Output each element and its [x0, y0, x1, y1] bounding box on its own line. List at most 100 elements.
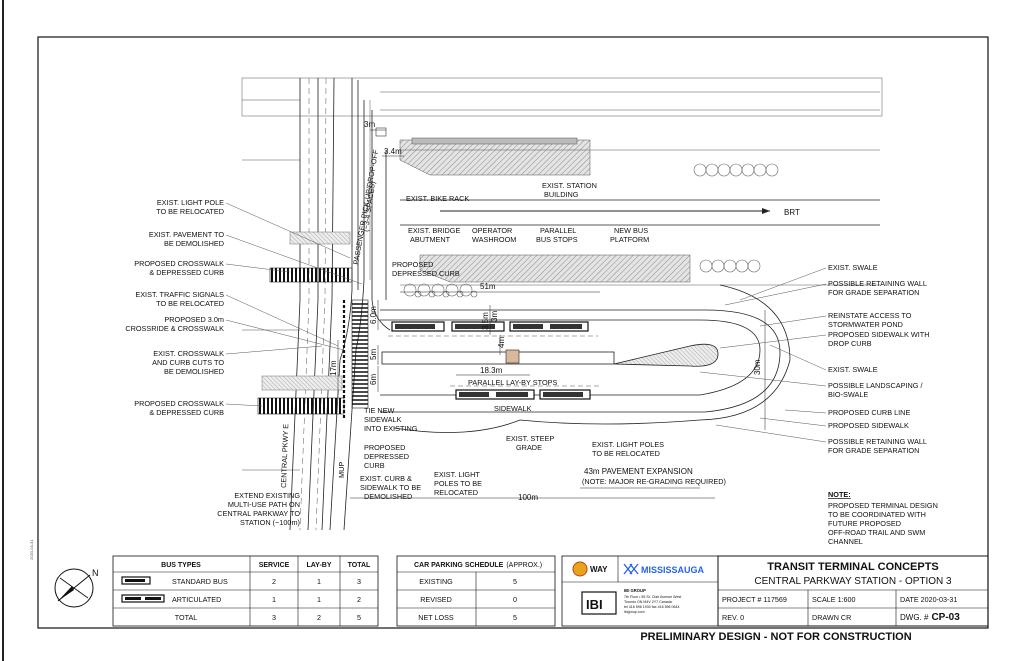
parking-existing-value: 5: [513, 577, 517, 586]
left-callout-text: EXIST. TRAFFIC SIGNALS: [135, 290, 224, 299]
ibi-group-label: IBI GROUP: [624, 588, 646, 593]
drawn-by: DRAWN CR: [812, 613, 851, 622]
north-label: N: [92, 568, 99, 578]
leader-line: [225, 202, 351, 259]
operator-label-1: OPERATOR: [472, 226, 512, 235]
leader-line: [724, 283, 827, 306]
extend-label-3: CENTRAL PARKWAY TO: [217, 509, 300, 518]
right-callout-text: FOR GRADE SEPARATION: [828, 288, 919, 297]
bus-row-artic-type: ARTICULATED: [172, 595, 221, 604]
dim-5m: 5m: [369, 349, 378, 360]
bus-types-table: BUS TYPES SERVICE LAY-BY TOTAL STANDARD …: [112, 555, 379, 627]
miway-logo-icon: WAY: [572, 561, 608, 577]
pavement-note-label: (NOTE: MAJOR RE-GRADING REQUIRED): [582, 477, 726, 486]
dim-18-3m: 18.3m: [480, 366, 503, 375]
buses: [391, 321, 591, 400]
north-arrow-icon: N: [54, 568, 99, 608]
scale: SCALE 1:600: [812, 595, 856, 604]
light-poles-label-1: EXIST. LIGHT POLES: [592, 440, 664, 449]
leader-line: [225, 345, 323, 355]
extend-label-4: STATION (~100m): [240, 518, 300, 527]
date: DATE 2020-03-31: [900, 595, 957, 604]
ibi-logo-text: IBI: [586, 597, 603, 612]
bus-row-artic-layby: 1: [317, 595, 321, 604]
mississauga-logo-icon: MISSISSAUGA: [623, 563, 705, 575]
left-callout-text: PROPOSED 3.0m: [164, 315, 224, 324]
left-callout-text: AND CURB CUTS TO: [152, 358, 224, 367]
brt-label: BRT: [784, 208, 800, 217]
left-callout-text: EXIST. LIGHT POLE: [157, 198, 224, 207]
central-pkwy-label: CENTRAL PKWY E: [279, 424, 290, 488]
extend-label-1: EXTEND EXISTING: [234, 491, 300, 500]
center-platform: [381, 351, 615, 365]
dim-30m: 30m: [753, 359, 762, 375]
left-callout-text: & DEPRESSED CURB: [149, 408, 224, 417]
articulated-bus-icon: [121, 594, 165, 603]
left-callout-text: EXIST. CROSSWALK: [153, 349, 224, 358]
footer-disclaimer: PRELIMINARY DESIGN - NOT FOR CONSTRUCTIO…: [640, 631, 911, 643]
tie-new-label-2: SIDEWALK: [364, 415, 402, 424]
ibi-addr-3: tel 416 596 1930 fax 416 596 0644: [624, 605, 680, 609]
parking-header: CAR PARKING SCHEDULE(APPROX.): [414, 562, 542, 569]
dim-51m: 51m: [480, 282, 496, 291]
tie-new-label-3: INTO EXISTING: [364, 424, 418, 433]
mississauga-logo-text: MISSISSAUGA: [641, 565, 705, 575]
right-callout-text: POSSIBLE RETAINING WALL: [828, 437, 927, 446]
light-b-label-3: RELOCATED: [434, 488, 478, 497]
ibi-addr-4: ibigroup.com: [624, 610, 645, 614]
bus-row-total-total: 5: [357, 613, 361, 622]
dimensions: [337, 129, 766, 499]
bridge-label-1: EXIST. BRIDGE: [408, 226, 460, 235]
left-callout-text: & DEPRESSED CURB: [149, 268, 224, 277]
bus-row-standard-type: STANDARD BUS: [172, 577, 228, 586]
left-callout-text: BE DEMOLISHED: [164, 367, 224, 376]
leader-line: [759, 417, 827, 427]
right-callout-text: POSSIBLE LANDSCAPING /: [828, 381, 923, 390]
bike-rack-label: EXIST. BIKE RACK: [406, 194, 469, 203]
station-building: [399, 139, 591, 176]
parking-existing-label: EXISTING: [419, 577, 453, 586]
dim-6m-b: 6m: [369, 374, 378, 385]
bus-row-artic-service: 1: [272, 595, 276, 604]
leader-line: [225, 263, 291, 273]
leader-line: [699, 371, 827, 387]
left-edge-note: 2020-03-31: [29, 539, 34, 560]
dim-4m: 4m: [497, 337, 506, 348]
right-callout-text: BIO-SWALE: [828, 390, 868, 399]
leader-line: [715, 424, 827, 443]
parallel-layby-label: PARALLEL LAY-BY STOPS: [468, 378, 558, 387]
dim-3-4m: 3.4m: [384, 147, 402, 156]
bus-row-standard-total: 3: [357, 577, 361, 586]
drawing-border: [37, 36, 989, 629]
bus-header-layby: LAY-BY: [306, 562, 331, 569]
right-callout-text: PROPOSED CURB LINE: [828, 408, 910, 417]
ibi-logo-icon: IBI: [581, 591, 617, 615]
parking-revised-value: 0: [513, 595, 517, 604]
parallel-label-1: PARALLEL: [540, 226, 576, 235]
light-b-label-1: EXIST. LIGHT: [434, 470, 480, 479]
leader-line: [759, 315, 827, 327]
dim-3-5m: 3.5m: [481, 312, 490, 330]
miway-logo-text: WAY: [590, 565, 608, 574]
dim-100m: 100m: [518, 493, 538, 502]
drawing-subtitle: CENTRAL PARKWAY STATION - OPTION 3: [754, 576, 952, 587]
project-number: PROJECT # 117569: [722, 595, 787, 604]
right-callout-text: STORMWATER POND: [828, 320, 903, 329]
bus-row-total-service: 3: [272, 613, 276, 622]
revision: REV. 0: [722, 613, 744, 622]
new-bus-label-1: NEW BUS: [614, 226, 648, 235]
leader-line: [769, 344, 827, 371]
right-callout-text: DROP CURB: [828, 339, 872, 348]
prop-dep-curb-label-1: PROPOSED: [392, 260, 433, 269]
right-callout-text: POSSIBLE RETAINING WALL: [828, 279, 927, 288]
bus-row-total-type: TOTAL: [175, 613, 198, 622]
title-box: TRANSIT TERMINAL CONCEPTS CENTRAL PARKWA…: [717, 555, 989, 627]
standard-bus-icon: [121, 576, 151, 585]
left-callout-text: EXIST. PAVEMENT TO: [149, 230, 224, 239]
note-title: NOTE:: [828, 490, 851, 499]
light-b-label-2: POLES TO BE: [434, 479, 482, 488]
leader-line: [225, 234, 363, 285]
sidewalk-label: SIDEWALK: [494, 404, 532, 413]
